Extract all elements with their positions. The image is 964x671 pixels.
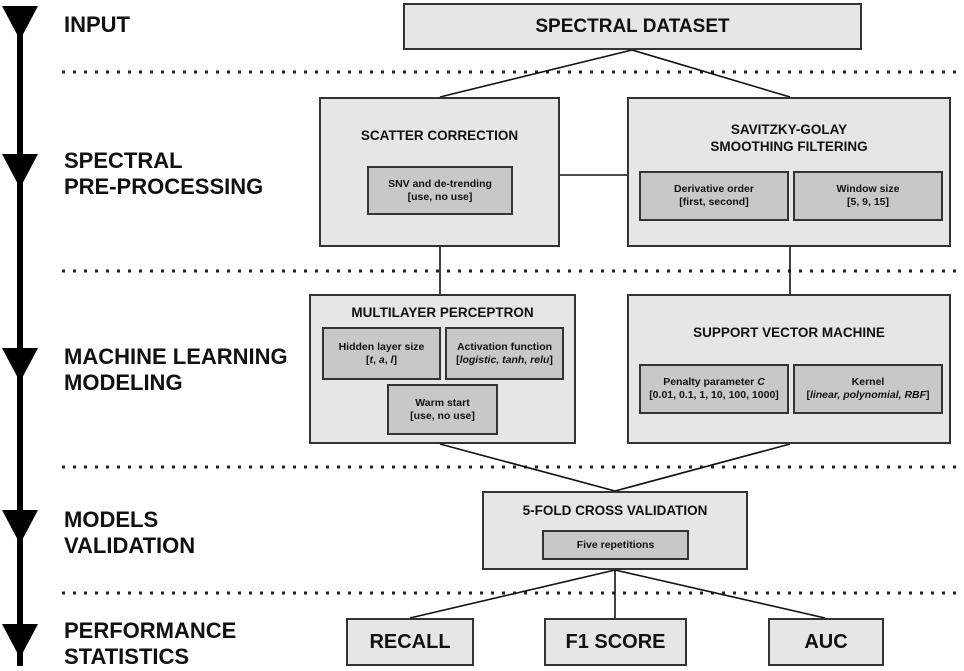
- support-vector-machine-box: SUPPORT VECTOR MACHINE Penalty parameter…: [627, 294, 951, 444]
- bracket-close: ]: [393, 353, 397, 366]
- bracket-open: [: [806, 389, 810, 401]
- connector-dataset-scatter: [439, 49, 633, 98]
- penalty-parameter-options: [0.01, 0.1, 1, 10, 100, 1000]: [649, 389, 779, 401]
- five-repetitions-box: Five repetitions: [542, 530, 689, 560]
- kernel-options: [linear, polynomial, RBF]: [806, 389, 929, 402]
- warm-start-options: [use, no use]: [410, 409, 475, 422]
- activation-options-text: logistic, tanh, relu: [459, 353, 550, 366]
- cross-validation-title: 5-FOLD CROSS VALIDATION: [522, 503, 708, 518]
- scatter-correction-title: SCATTER CORRECTION: [360, 128, 519, 143]
- stage-label-line: INPUT: [64, 12, 130, 37]
- kernel-label: Kernel: [851, 376, 885, 388]
- spectral-dataset-title: SPECTRAL DATASET: [535, 15, 730, 37]
- derivative-order-box: Derivative order [first, second]: [639, 171, 789, 221]
- stage-label-line: MODELING: [64, 370, 183, 395]
- penalty-parameter-label: Penalty parameter C: [663, 376, 765, 389]
- option-l: l: [390, 353, 394, 366]
- kernel-options-text: linear, polynomial, RBF: [809, 389, 927, 401]
- auc-label: AUC: [804, 630, 848, 653]
- savitzky-golay-title-line1: SAVITZKY-GOLAY: [730, 122, 848, 137]
- cross-validation-box: 5-FOLD CROSS VALIDATION Five repetitions: [482, 491, 748, 570]
- bracket-close: ]: [926, 389, 930, 401]
- connector-dataset-savgol: [631, 49, 791, 98]
- bracket-open: [: [366, 353, 370, 366]
- option-t: t: [369, 353, 374, 366]
- stage-label-input: INPUT: [64, 12, 130, 38]
- multilayer-perceptron-box: MULTILAYER PERCEPTRON Hidden layer size …: [309, 294, 576, 444]
- timeline-arrowhead-preprocessing: [2, 154, 38, 188]
- bracket-close: ]: [549, 353, 553, 366]
- stage-label-line: STATISTICS: [64, 644, 190, 669]
- connector-cv-recall: [409, 569, 616, 619]
- penalty-parameter-box: Penalty parameter C [0.01, 0.1, 1, 10, 1…: [639, 364, 789, 414]
- derivative-order-options: [first, second]: [679, 196, 749, 208]
- snv-options: [use, no use]: [407, 190, 473, 203]
- window-size-box: Window size [5, 9, 15]: [793, 171, 943, 221]
- stage-label-validation: MODELS VALIDATION: [64, 507, 195, 559]
- timeline-arrowhead-statistics: [2, 624, 38, 658]
- snv-label: SNV and de-trending: [388, 177, 492, 190]
- hidden-layer-size-label: Hidden layer size: [338, 340, 425, 353]
- auc-box: AUC: [768, 618, 884, 666]
- timeline-arrowhead-input: [2, 6, 38, 40]
- stage-label-line: MODELS: [64, 507, 159, 532]
- stage-label-line: MACHINE LEARNING: [64, 344, 288, 369]
- connector-cv-auc: [614, 569, 826, 619]
- f1-score-label: F1 SCORE: [565, 630, 666, 653]
- multilayer-perceptron-title: MULTILAYER PERCEPTRON: [351, 305, 534, 320]
- penalty-symbol: C: [757, 376, 765, 388]
- option-a: a: [378, 353, 385, 366]
- stage-label-line: PERFORMANCE: [64, 618, 237, 643]
- window-size-options: [5, 9, 15]: [846, 196, 890, 208]
- snv-detrending-box: SNV and de-trending [use, no use]: [367, 166, 513, 215]
- stage-label-line: VALIDATION: [64, 533, 196, 558]
- scatter-correction-box: SCATTER CORRECTION SNV and de-trending […: [319, 97, 560, 247]
- stage-label-preprocessing: SPECTRAL PRE-PROCESSING: [64, 148, 263, 200]
- warm-start-label: Warm start: [415, 396, 470, 409]
- f1-score-box: F1 SCORE: [544, 618, 687, 666]
- support-vector-machine-title: SUPPORT VECTOR MACHINE: [693, 325, 885, 340]
- recall-label: RECALL: [369, 630, 451, 653]
- separator: ,: [384, 353, 391, 366]
- separator: ,: [373, 353, 379, 366]
- stage-label-line: PRE-PROCESSING: [64, 174, 264, 199]
- penalty-label-text: Penalty parameter: [663, 376, 758, 388]
- five-repetitions-label: Five repetitions: [576, 538, 655, 551]
- bracket-open: [: [456, 353, 460, 366]
- savitzky-golay-title: SAVITZKY-GOLAY SMOOTHING FILTERING: [629, 121, 949, 155]
- savitzky-golay-title-line2: SMOOTHING FILTERING: [710, 139, 868, 154]
- hidden-layer-size-options: [t, a, l]: [366, 354, 397, 367]
- activation-function-label: Activation function: [456, 340, 553, 353]
- spectral-dataset-box: SPECTRAL DATASET: [403, 3, 862, 50]
- connector-svm-cv: [614, 443, 791, 492]
- window-size-label: Window size: [836, 183, 900, 195]
- stage-label-line: SPECTRAL: [64, 148, 183, 173]
- warm-start-box: Warm start [use, no use]: [387, 384, 498, 435]
- savitzky-golay-box: SAVITZKY-GOLAY SMOOTHING FILTERING Deriv…: [627, 97, 951, 247]
- stage-label-statistics: PERFORMANCE STATISTICS: [64, 618, 236, 670]
- derivative-order-label: Derivative order: [674, 183, 754, 195]
- stage-label-modeling: MACHINE LEARNING MODELING: [64, 344, 288, 396]
- hidden-layer-size-box: Hidden layer size [t, a, l]: [322, 327, 441, 380]
- recall-box: RECALL: [346, 618, 474, 666]
- kernel-box: Kernel [linear, polynomial, RBF]: [793, 364, 943, 414]
- activation-function-box: Activation function [logistic, tanh, rel…: [445, 327, 564, 380]
- timeline-arrowhead-modeling: [2, 348, 38, 382]
- connector-mlp-cv: [439, 443, 616, 492]
- activation-function-options: [logistic, tanh, relu]: [456, 354, 553, 367]
- timeline-arrowhead-validation: [2, 510, 38, 544]
